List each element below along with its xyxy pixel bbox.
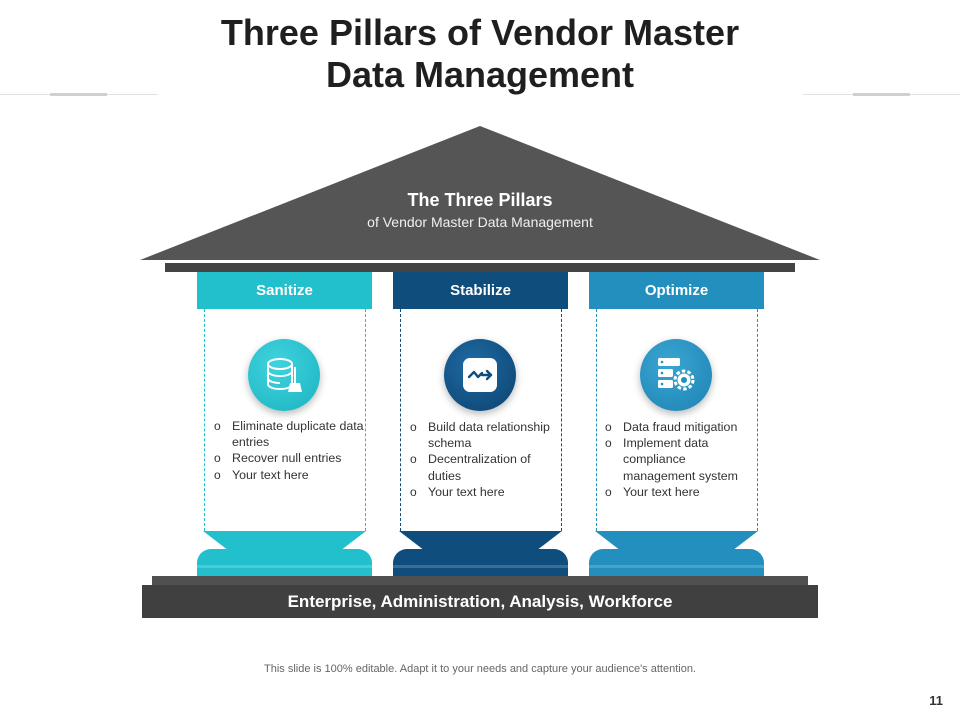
pillar-base-stripe: [197, 565, 372, 568]
list-item: Data fraud mitigation: [605, 419, 755, 435]
list-item: Implement data compliance management sys…: [605, 435, 755, 484]
page-number: 11: [929, 693, 943, 708]
page-title: Three Pillars of Vendor Master Data Mana…: [0, 12, 960, 96]
pillar-header-stabilize: Stabilize: [393, 272, 568, 309]
left-divider-tab: [50, 93, 107, 96]
pillar-base-optimize: [589, 549, 764, 577]
roof-beam: [165, 263, 795, 272]
list-item: Eliminate duplicate data entries: [214, 418, 364, 450]
list-item: Your text here: [214, 467, 364, 483]
right-divider-tab: [853, 93, 910, 96]
pillar-base-stripe: [589, 565, 764, 568]
server-gear-icon: [640, 339, 712, 411]
pillar-base-sanitize: [197, 549, 372, 577]
list-item: Your text here: [605, 484, 755, 500]
list-item: Recover null entries: [214, 450, 364, 466]
roof: [140, 126, 820, 260]
pillar-capital-sanitize: [203, 531, 366, 551]
foundation-step: [152, 576, 808, 585]
pillar-header-sanitize: Sanitize: [197, 272, 372, 309]
page-title-line-1: Three Pillars of Vendor Master: [220, 12, 740, 53]
footer-note: This slide is 100% editable. Adapt it to…: [264, 663, 696, 675]
roof-subtitle: of Vendor Master Data Management: [367, 214, 593, 230]
roof-title: The Three Pillars: [407, 190, 553, 210]
pillar-list-stabilize: Build data relationship schema Decentral…: [410, 419, 556, 500]
list-item: Build data relationship schema: [410, 419, 556, 451]
pillar-capital-stabilize: [399, 531, 562, 551]
foundation-label: Enterprise, Administration, Analysis, Wo…: [142, 585, 818, 618]
pillar-header-optimize: Optimize: [589, 272, 764, 309]
pillar-base-stabilize: [393, 549, 568, 577]
database-broom-icon: [248, 339, 320, 411]
pillar-capital-optimize: [595, 531, 758, 551]
pillar-list-sanitize: Eliminate duplicate data entries Recover…: [214, 418, 364, 483]
pillar-list-optimize: Data fraud mitigation Implement data com…: [605, 419, 755, 500]
pillar-base-stripe: [393, 565, 568, 568]
page-title-line-2: Data Management: [325, 54, 635, 95]
relationship-arrow-icon: [444, 339, 516, 411]
list-item: Decentralization of duties: [410, 451, 556, 483]
list-item: Your text here: [410, 484, 556, 500]
